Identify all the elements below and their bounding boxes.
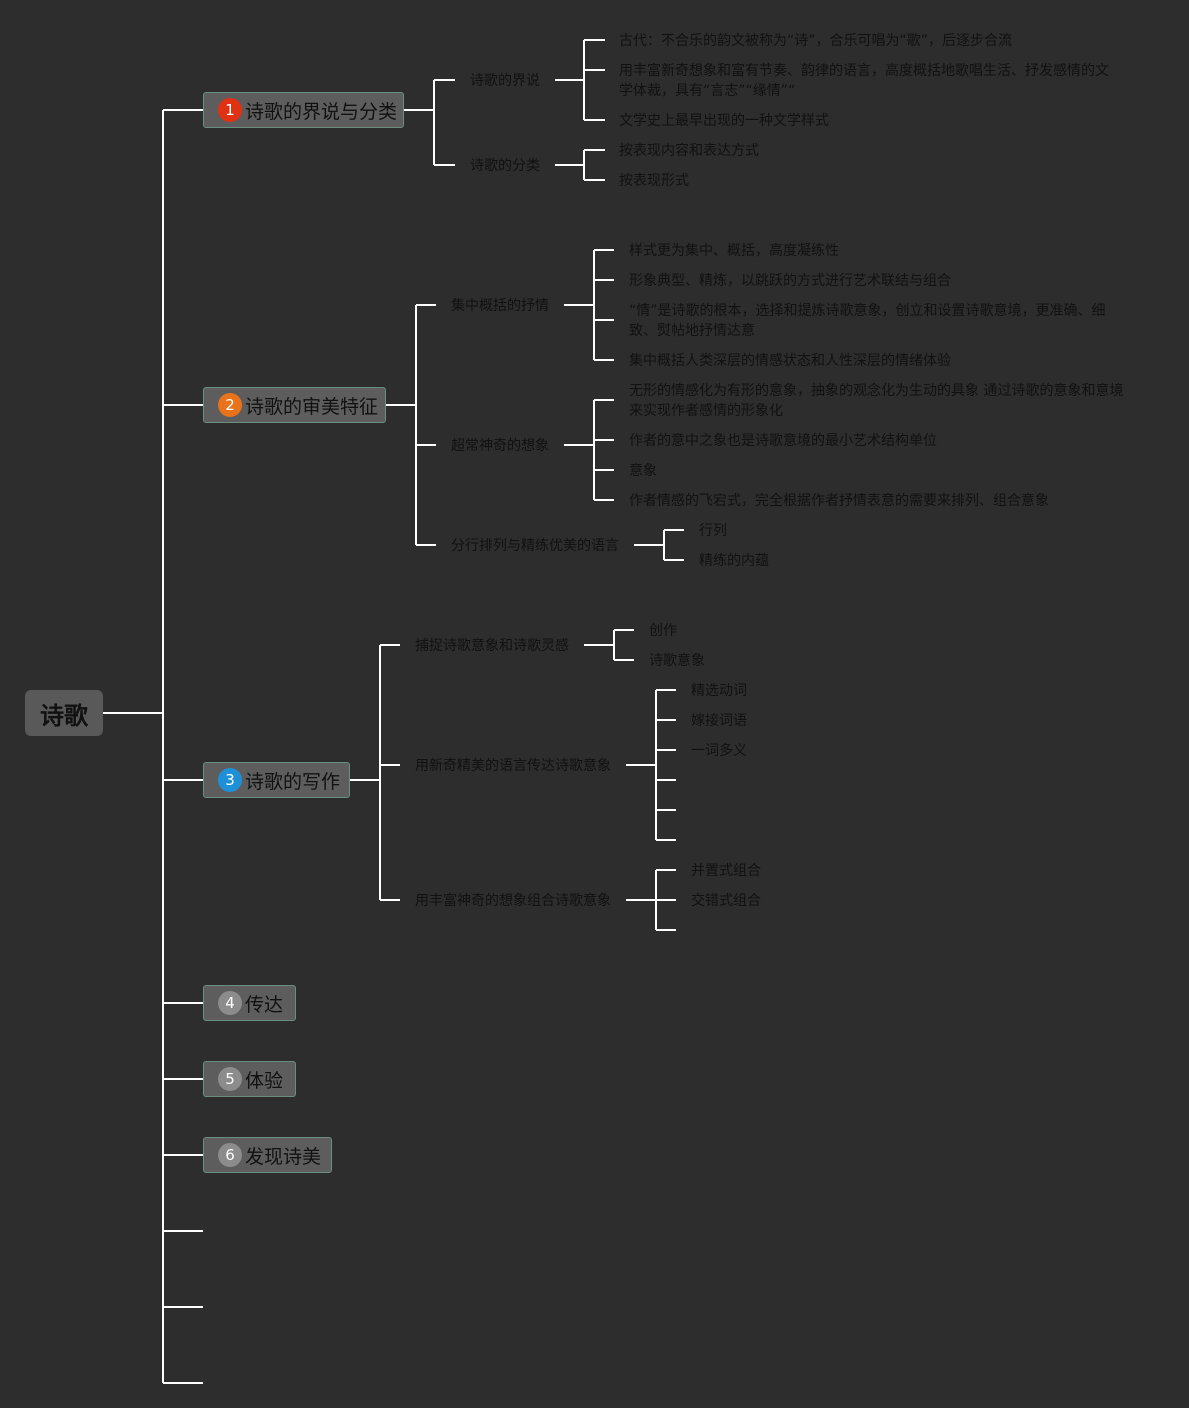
subtopic-language[interactable]: 分行排列与精练优美的语言: [451, 538, 619, 554]
leaf-item[interactable]: 一词多义: [691, 743, 747, 759]
leaf-item[interactable]: 意象: [629, 463, 657, 479]
subtopic-imagination[interactable]: 超常神奇的想象: [451, 438, 549, 454]
branch-3-node[interactable]: 3 诗歌的写作: [203, 762, 350, 798]
branch-4-node[interactable]: 4 传达: [203, 985, 296, 1021]
subtopic-definition[interactable]: 诗歌的界说: [470, 73, 540, 89]
branch-6-node[interactable]: 6 发现诗美: [203, 1137, 332, 1173]
branch-5-node[interactable]: 5 体验: [203, 1061, 296, 1097]
branch-2-node[interactable]: 2 诗歌的审美特征: [203, 387, 386, 423]
subtopic-concentrated-lyric[interactable]: 集中概括的抒情: [451, 298, 549, 314]
branch-1-label: 诗歌的界说与分类: [245, 100, 398, 123]
leaf-item[interactable]: 精练的内蕴: [699, 553, 769, 569]
leaf-item[interactable]: 精选动词: [691, 683, 747, 699]
subtopic-classification[interactable]: 诗歌的分类: [470, 158, 540, 174]
branch-1-number-badge: 1: [218, 98, 242, 122]
leaf-item[interactable]: 嫁接词语: [691, 713, 747, 729]
leaf-item[interactable]: 样式更为集中、概括，高度凝练性: [629, 243, 839, 259]
branch-5-label: 体验: [245, 1069, 284, 1092]
subtopic-convey-imagery[interactable]: 用新奇精美的语言传达诗歌意象: [415, 758, 611, 774]
branch-2-number-badge: 2: [218, 393, 242, 417]
leaf-item[interactable]: 并置式组合: [691, 863, 761, 879]
leaf-item[interactable]: 集中概括人类深层的情感状态和人性深层的情绪体验: [629, 353, 951, 369]
root-node[interactable]: 诗歌: [25, 690, 103, 736]
leaf-item[interactable]: 按表现内容和表达方式: [619, 143, 759, 159]
leaf-item[interactable]: 作者的意中之象也是诗歌意境的最小艺术结构单位: [629, 433, 937, 449]
subtopic-combine-imagery[interactable]: 用丰富神奇的想象组合诗歌意象: [415, 893, 611, 909]
subtopic-capture-imagery[interactable]: 捕捉诗歌意象和诗歌灵感: [415, 638, 569, 654]
branch-4-label: 传达: [245, 993, 284, 1016]
branch-1-node[interactable]: 1 诗歌的界说与分类: [203, 92, 404, 128]
branch-6-label: 发现诗美: [245, 1145, 322, 1168]
branch-6-number-badge: 6: [218, 1143, 242, 1167]
branch-3-number-badge: 3: [218, 768, 242, 792]
branch-4-number-badge: 4: [218, 991, 242, 1015]
leaf-item[interactable]: 古代：不合乐的韵文被称为“诗”，合乐可唱为“歌”，后逐步合流: [619, 33, 1013, 49]
leaf-item[interactable]: 文学史上最早出现的一种文学样式: [619, 113, 829, 129]
leaf-item[interactable]: 诗歌意象: [649, 653, 705, 669]
leaf-item[interactable]: “情”是诗歌的根本，选择和提炼诗歌意象，创立和设置诗歌意境，更准确、细致、熨帖地…: [629, 303, 1106, 339]
leaf-item[interactable]: 用丰富新奇想象和富有节奏、韵律的语言，高度概括地歌唱生活、抒发感情的文学体裁，具…: [619, 63, 1109, 99]
branch-3-label: 诗歌的写作: [245, 770, 341, 793]
leaf-item[interactable]: 交错式组合: [691, 893, 761, 909]
branch-2-label: 诗歌的审美特征: [245, 395, 379, 418]
leaf-item[interactable]: 按表现形式: [619, 173, 689, 189]
leaf-item[interactable]: 无形的情感化为有形的意象，抽象的观念化为生动的具象 通过诗歌的意象和意境来实现作…: [629, 383, 1124, 419]
leaf-item[interactable]: 形象典型、精炼，以跳跃的方式进行艺术联结与组合: [629, 273, 951, 289]
leaf-item[interactable]: 行列: [699, 523, 727, 539]
leaf-item[interactable]: 作者情感的飞宕式，完全根据作者抒情表意的需要来排列、组合意象: [629, 493, 1049, 509]
leaf-item[interactable]: 创作: [649, 623, 677, 639]
branch-5-number-badge: 5: [218, 1067, 242, 1091]
